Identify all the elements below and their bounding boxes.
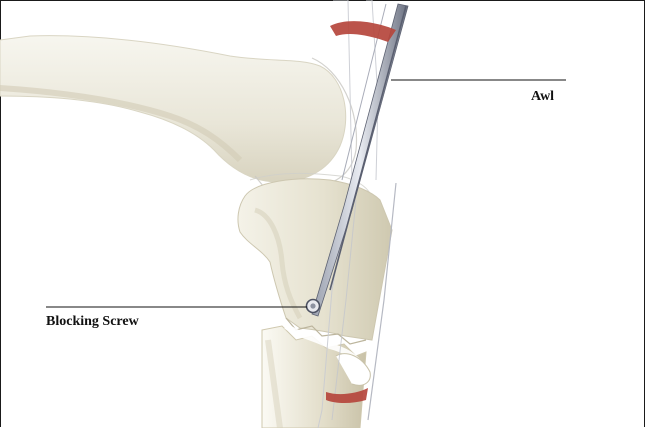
- femur: [0, 36, 346, 182]
- awl-label: Awl: [531, 89, 554, 105]
- blocking-screw-label: Blocking Screw: [46, 314, 139, 330]
- rotation-arrow-top: [330, 21, 396, 42]
- blocking-screw: [307, 300, 320, 313]
- tibia-distal-shaft: [262, 326, 370, 428]
- tibia-proximal: [238, 179, 392, 344]
